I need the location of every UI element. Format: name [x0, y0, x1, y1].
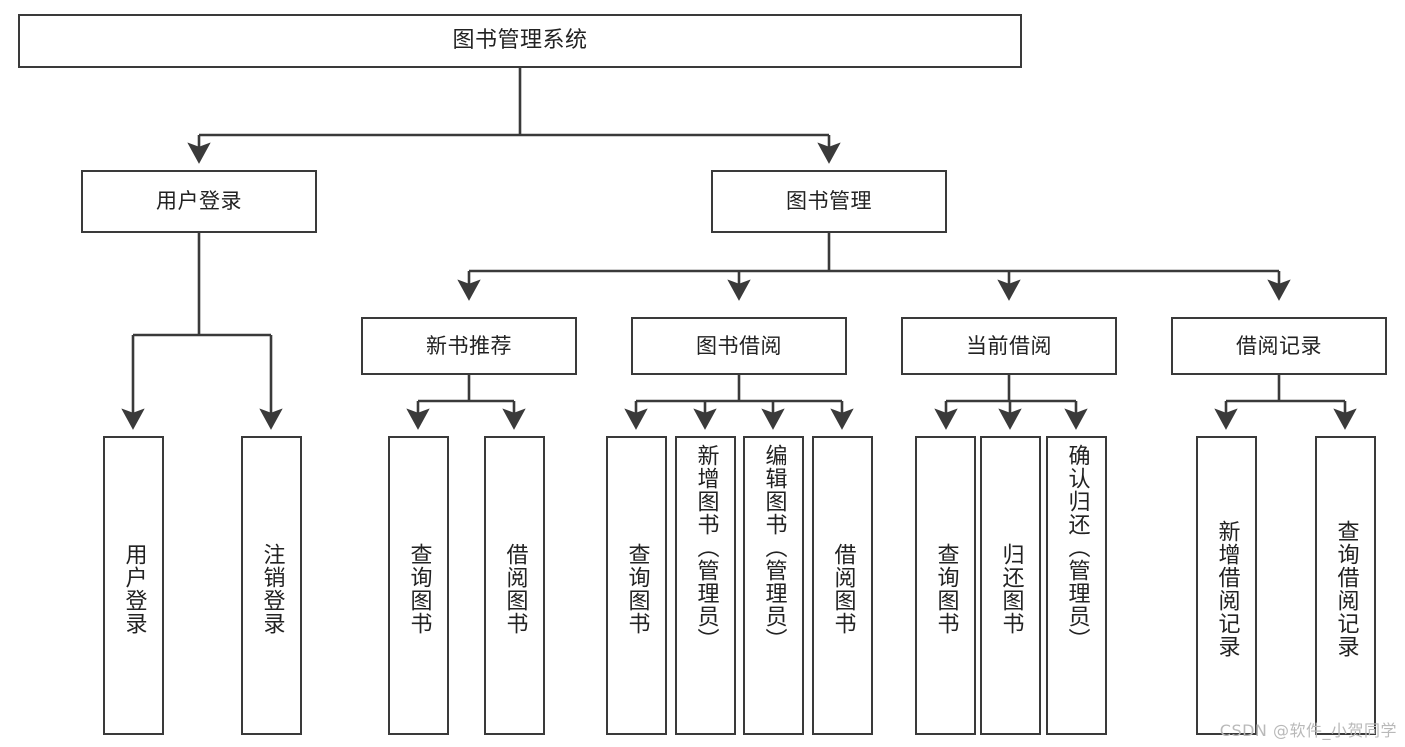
node-label: 图书管理系统 — [452, 28, 588, 54]
leaf-new-book-borrow[interactable]: 借阅图书 — [484, 436, 545, 735]
leaf-user-login-logout[interactable]: 注销登录 — [241, 436, 302, 735]
node-label: 新增借阅记录 — [1214, 519, 1240, 658]
node-label: 新书推荐 — [426, 333, 512, 358]
leaf-book-borrow-query[interactable]: 查询图书 — [606, 436, 667, 735]
node-current-borrow[interactable]: 当前借阅 — [901, 317, 1117, 375]
node-root-system[interactable]: 图书管理系统 — [18, 14, 1022, 68]
node-label: 归还图书 — [998, 542, 1024, 635]
node-label: 借阅图书 — [502, 542, 528, 635]
leaf-current-borrow-query[interactable]: 查询图书 — [915, 436, 976, 735]
node-label: 查询图书 — [624, 542, 650, 635]
node-book-management[interactable]: 图书管理 — [711, 170, 947, 233]
node-label: 图书借阅 — [696, 333, 782, 358]
node-label: 图书管理 — [786, 189, 872, 214]
leaf-book-borrow-edit[interactable]: 编辑图书（管理员） — [743, 436, 804, 735]
node-label: 借阅记录 — [1236, 333, 1322, 358]
leaf-current-borrow-return[interactable]: 归还图书 — [980, 436, 1041, 735]
node-borrow-record[interactable]: 借阅记录 — [1171, 317, 1387, 375]
leaf-user-login-login[interactable]: 用户登录 — [103, 436, 164, 735]
node-label: 用户登录 — [156, 189, 242, 214]
leaf-new-book-query[interactable]: 查询图书 — [388, 436, 449, 735]
node-label: 确认归还（管理员） — [1064, 444, 1090, 651]
node-label: 查询图书 — [406, 542, 432, 635]
leaf-book-borrow-borrow[interactable]: 借阅图书 — [812, 436, 873, 735]
node-user-login[interactable]: 用户登录 — [81, 170, 317, 233]
leaf-borrow-record-query[interactable]: 查询借阅记录 — [1315, 436, 1376, 735]
leaf-borrow-record-add[interactable]: 新增借阅记录 — [1196, 436, 1257, 735]
watermark: CSDN @软件_小贺同学 — [1219, 721, 1397, 740]
node-new-book-recommend[interactable]: 新书推荐 — [361, 317, 577, 375]
node-label: 查询图书 — [933, 542, 959, 635]
leaf-current-borrow-confirm-return[interactable]: 确认归还（管理员） — [1046, 436, 1107, 735]
leaf-book-borrow-add[interactable]: 新增图书（管理员） — [675, 436, 736, 735]
node-label: 注销登录 — [259, 542, 285, 635]
node-label: 用户登录 — [121, 542, 147, 635]
node-label: 借阅图书 — [830, 542, 856, 635]
node-label: 查询借阅记录 — [1333, 519, 1359, 658]
node-label: 编辑图书（管理员） — [761, 444, 787, 651]
node-label: 当前借阅 — [966, 333, 1052, 358]
node-book-borrow[interactable]: 图书借阅 — [631, 317, 847, 375]
node-label: 新增图书（管理员） — [693, 444, 719, 651]
